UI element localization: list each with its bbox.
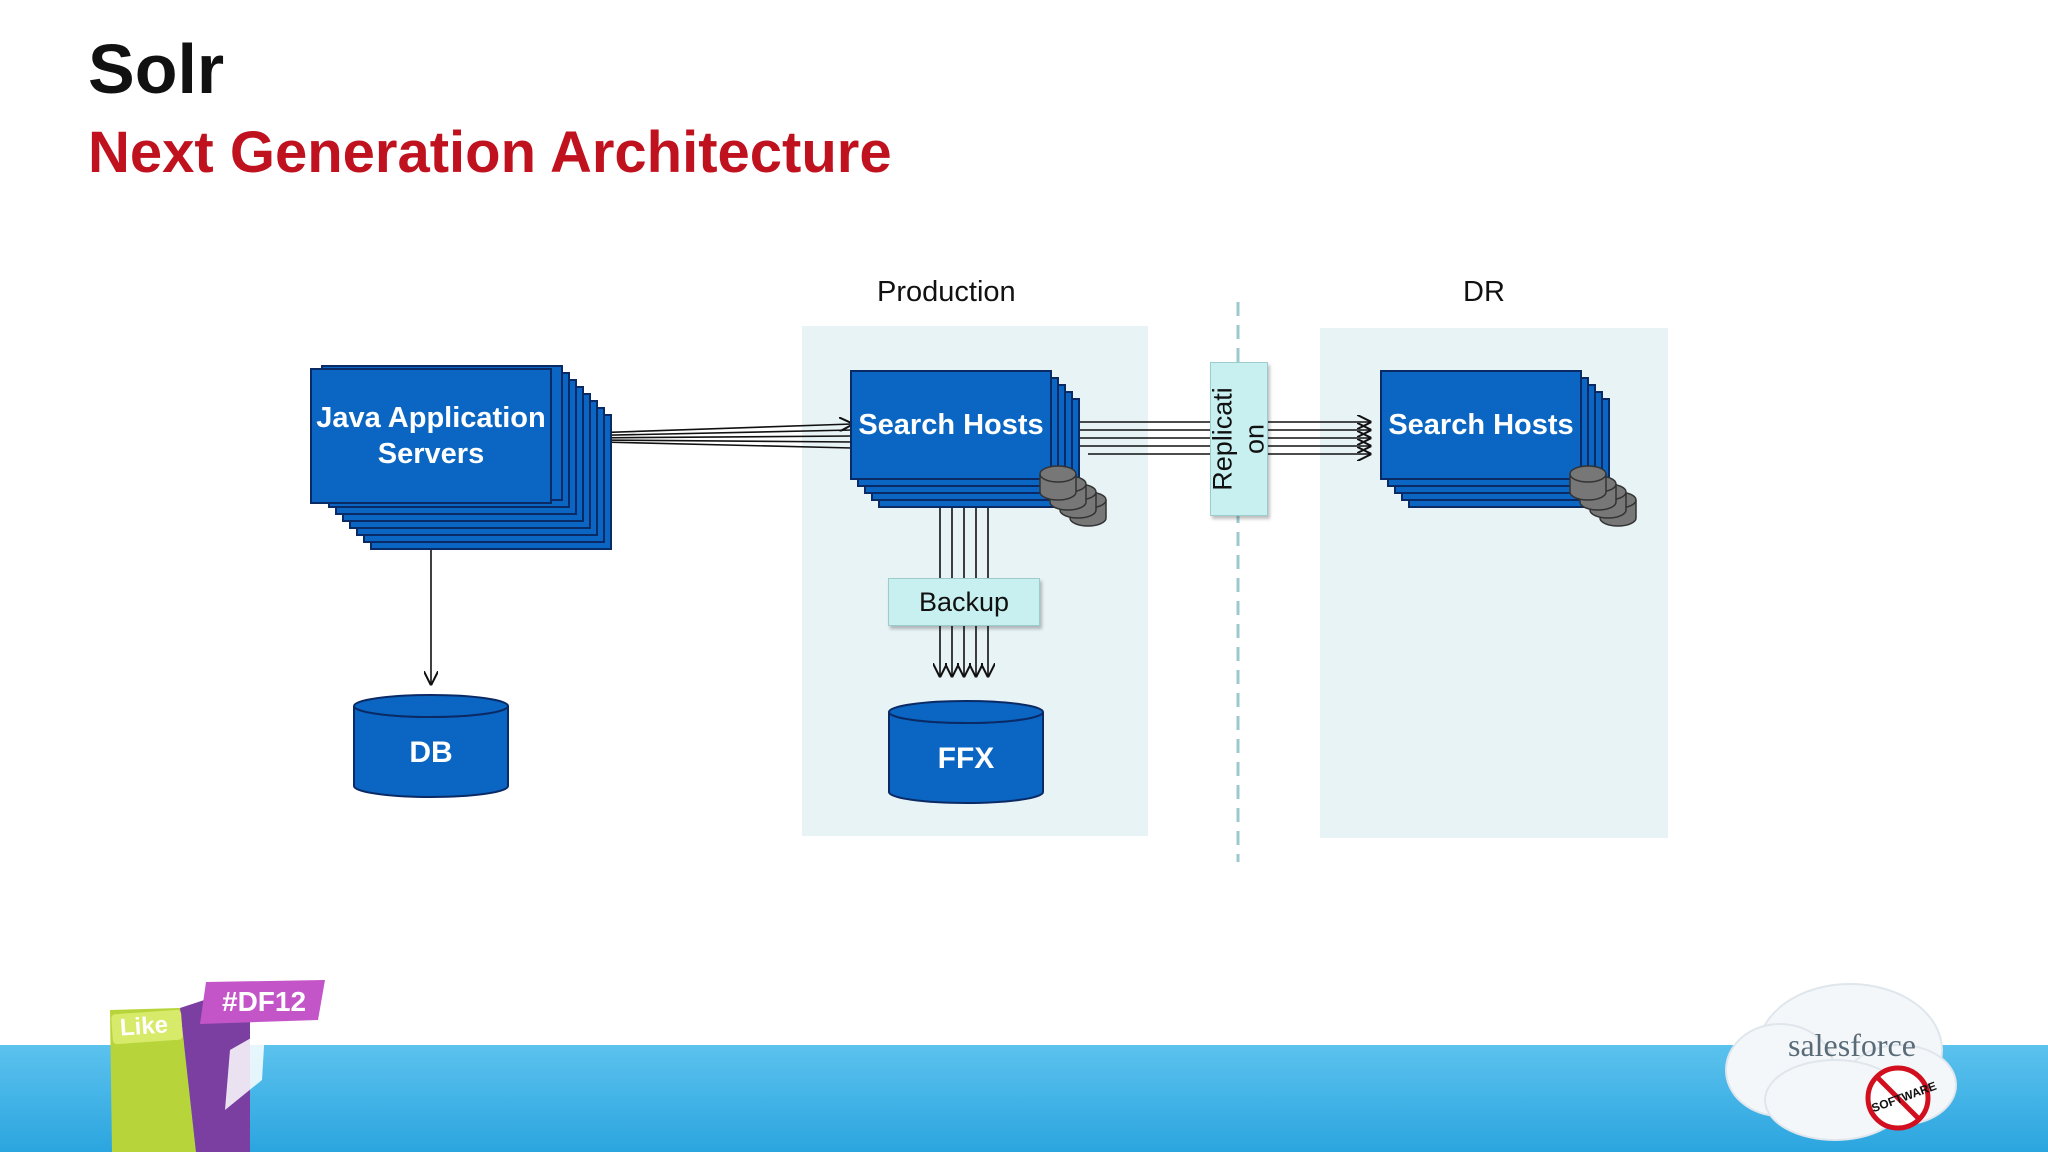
no-software-stamp-icon — [1865, 1065, 1931, 1131]
df12-tag-text: #DF12 — [222, 986, 307, 1017]
salesforce-logo-text: salesforce — [1788, 1027, 1916, 1063]
db-cylinder — [353, 694, 509, 798]
ffx-label: FFX — [937, 742, 995, 775]
dr-zone-label: DR — [1463, 276, 1505, 308]
disk-stack-dr-icon — [1569, 465, 1637, 527]
replication-box: Replicati on — [1208, 362, 1270, 516]
ffx-cylinder — [888, 700, 1044, 804]
backup-label: Backup — [888, 578, 1040, 626]
slide-subtitle: Next Generation Architecture — [88, 120, 892, 185]
search-hosts-prod-node: Search Hosts — [858, 408, 1044, 441]
slide-title: Solr — [88, 30, 225, 108]
production-zone-label: Production — [877, 276, 1016, 308]
footer-bar — [0, 1045, 2048, 1152]
java-to-search-arrows — [559, 424, 852, 449]
disk-stack-prod-icon — [1039, 465, 1107, 527]
db-label: DB — [409, 736, 453, 769]
search-hosts-dr-node: Search Hosts — [1388, 408, 1574, 441]
java-servers-node: Java Application Servers — [316, 401, 546, 470]
